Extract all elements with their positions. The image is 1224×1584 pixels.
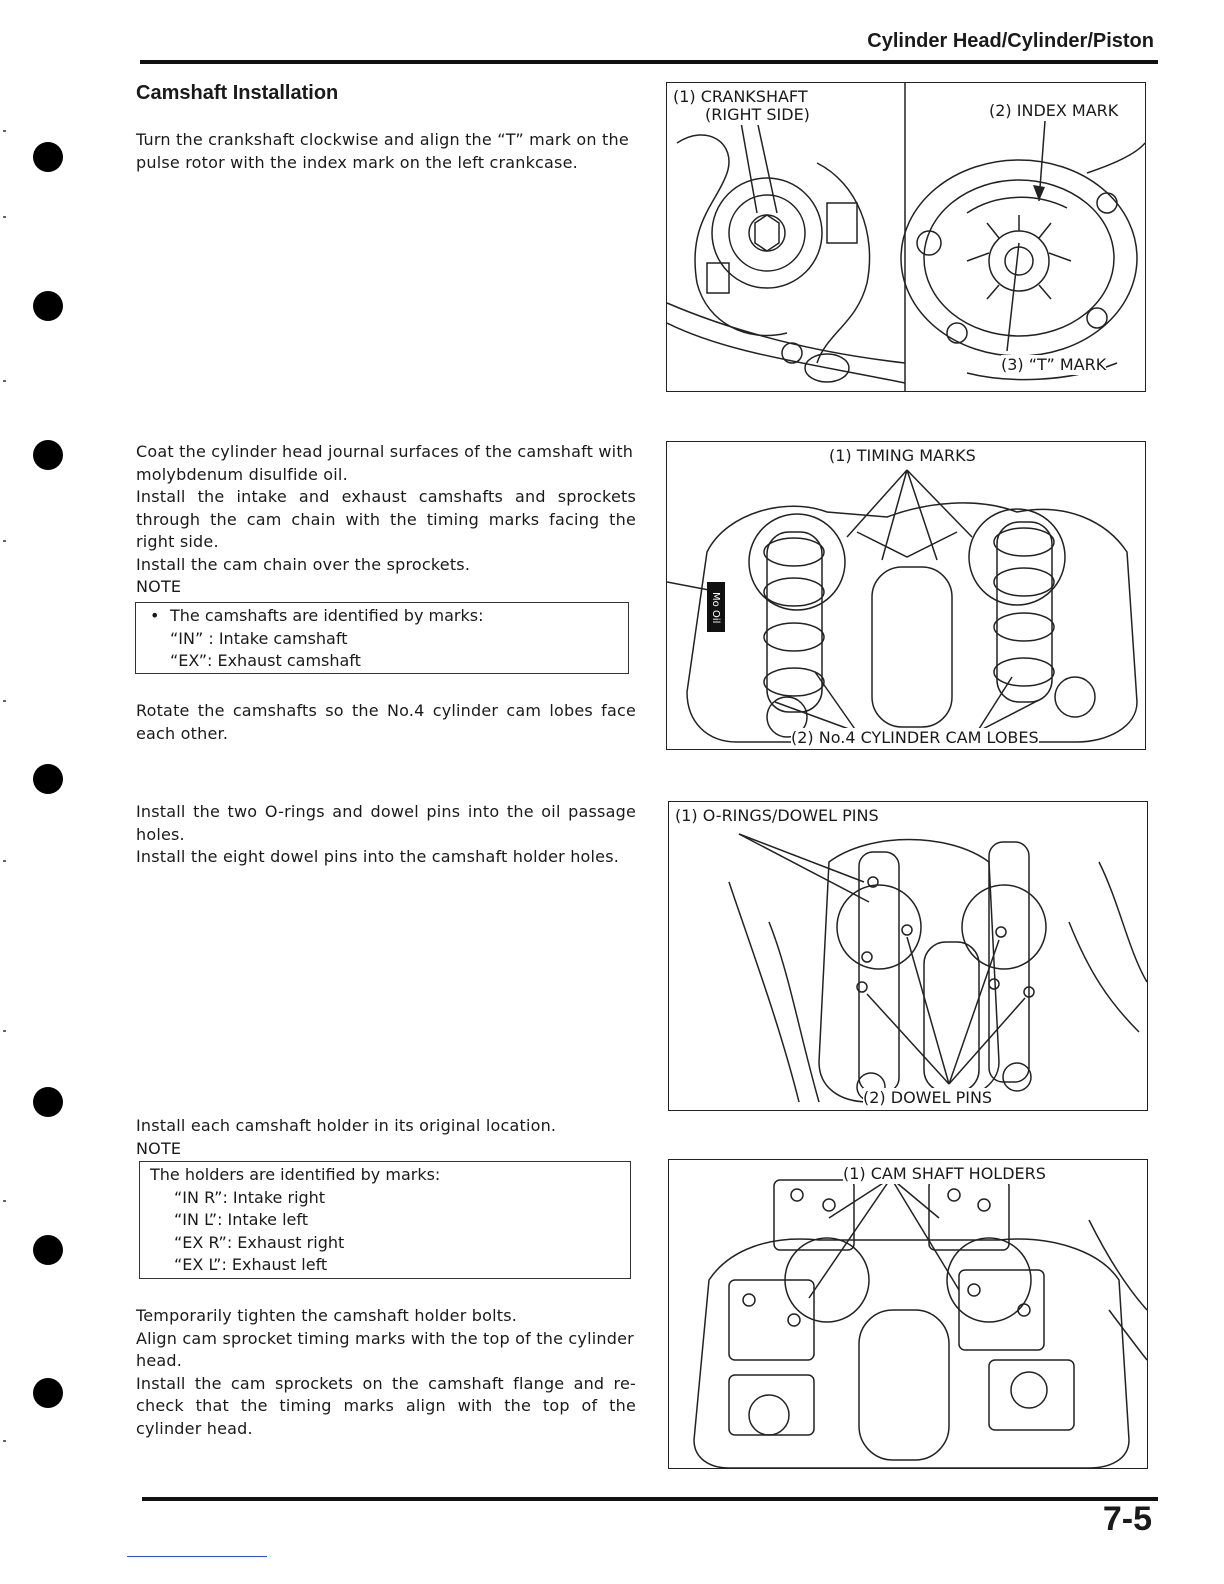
binder-hole <box>33 440 63 470</box>
cylinder-head-illustration <box>667 469 1138 743</box>
step4-paragraph: Install each camshaft holder in its orig… <box>136 1115 636 1160</box>
caption-dowel-pins: (2) DOWEL PINS <box>863 1088 993 1108</box>
camshaft-note-box: • The camshafts are identified by marks:… <box>135 602 629 674</box>
note-line: “IN L”: Intake left <box>174 1210 309 1229</box>
step2-rotate-paragraph: Rotate the camshafts so the No.4 cylinde… <box>136 700 636 745</box>
figure-crankshaft-index-mark: (1) CRANKSHAFT (RIGHT SIDE) (2) INDEX MA… <box>666 82 1146 392</box>
step3-line1: Install the two O-rings and dowel pins i… <box>136 802 636 844</box>
section-title: Camshaft Installation <box>136 82 339 104</box>
step4-line3: Align cam sprocket timing marks with the… <box>136 1328 634 1371</box>
step1-paragraph: Turn the crankshaft clockwise and align … <box>136 129 636 174</box>
step2-line1: Coat the cylinder head journal surfaces … <box>136 442 634 484</box>
step1-text: Turn the crankshaft clockwise and align … <box>136 130 629 172</box>
caption-timing-marks: (1) TIMING MARKS <box>829 446 976 466</box>
scan-edge-mark <box>3 130 6 132</box>
caption-orings-dowel-pins: (1) O-RINGS/DOWEL PINS <box>675 806 879 826</box>
scan-edge-mark <box>3 1200 6 1202</box>
header-rule <box>140 60 1158 64</box>
note-label: NOTE <box>136 577 182 596</box>
note-line: “EX R”: Exhaust right <box>174 1232 345 1252</box>
caption-right-side: (RIGHT SIDE) <box>705 105 810 125</box>
holder-note-box: The holders are identified by marks: “IN… <box>139 1161 631 1279</box>
note-line: “IN R”: Intake right <box>174 1187 326 1207</box>
step2-line2: Install the intake and exhaust camshafts… <box>136 487 636 551</box>
scan-edge-mark <box>3 1030 6 1032</box>
page-number: 7-5 <box>1102 1500 1152 1538</box>
caption-t-mark: (3) “T” MARK <box>1001 355 1107 375</box>
note-line: “IN” : Intake camshaft <box>170 628 348 648</box>
step2-paragraph: Coat the cylinder head journal surfaces … <box>136 441 636 599</box>
page-header-title: Cylinder Head/Cylinder/Piston <box>867 30 1154 52</box>
camshaft-holder-illustration <box>693 1177 1147 1468</box>
figure-dowel-pins: (1) O-RINGS/DOWEL PINS (2) DOWEL PINS <box>668 801 1148 1111</box>
bottom-link-underline <box>127 1556 267 1557</box>
figure-camshaft-holders: (1) CAM SHAFT HOLDERS <box>668 1159 1148 1469</box>
caption-crankshaft: (1) CRANKSHAFT <box>673 87 808 107</box>
binder-hole <box>33 142 63 172</box>
footer-rule <box>142 1497 1158 1501</box>
scan-edge-mark <box>3 1440 6 1442</box>
step2-line3: Install the cam chain over the sprockets… <box>136 554 471 574</box>
step4-tighten-paragraph: Temporarily tighten the camshaft holder … <box>136 1305 636 1440</box>
caption-cam-shaft-holders: (1) CAM SHAFT HOLDERS <box>843 1164 1046 1184</box>
step3-line2: Install the eight dowel pins into the ca… <box>136 847 620 866</box>
note-line: The holders are identified by marks: <box>150 1165 441 1184</box>
note-label: NOTE <box>136 1138 182 1158</box>
scan-edge-mark <box>3 380 6 382</box>
scan-edge-mark <box>3 540 6 542</box>
binder-hole <box>33 291 63 321</box>
binder-hole <box>33 1087 63 1117</box>
step4-line2: Temporarily tighten the camshaft holder … <box>136 1306 518 1325</box>
caption-index-mark: (2) INDEX MARK <box>989 101 1119 121</box>
scan-edge-mark <box>3 216 6 218</box>
binder-hole <box>33 1235 63 1265</box>
scan-edge-mark <box>3 700 6 702</box>
scan-edge-mark <box>3 860 6 862</box>
binder-hole <box>33 1378 63 1408</box>
step3-paragraph: Install the two O-rings and dowel pins i… <box>136 801 636 869</box>
note-line: “EX L”: Exhaust left <box>174 1255 328 1274</box>
caption-cam-lobes: (2) No.4 CYLINDER CAM LOBES <box>791 728 1039 748</box>
crankshaft-illustration <box>667 83 1145 391</box>
dowel-pin-illustration <box>728 833 1147 1103</box>
step4-line1: Install each camshaft holder in its orig… <box>136 1116 557 1135</box>
step4-line4: Install the cam sprockets on the camshaf… <box>136 1373 636 1438</box>
step2-line4: Rotate the camshafts so the No.4 cylinde… <box>136 701 636 743</box>
note-line: “EX”: Exhaust camshaft <box>170 651 361 670</box>
note-line: The camshafts are identified by marks: <box>170 606 484 625</box>
figure-timing-marks: Mo Oil (1) TIMING MARKS (2) No.4 CYLINDE… <box>666 441 1146 750</box>
note-bullet: • <box>150 606 160 625</box>
moly-oil-label: Mo Oil <box>710 592 721 624</box>
binder-hole <box>33 764 63 794</box>
